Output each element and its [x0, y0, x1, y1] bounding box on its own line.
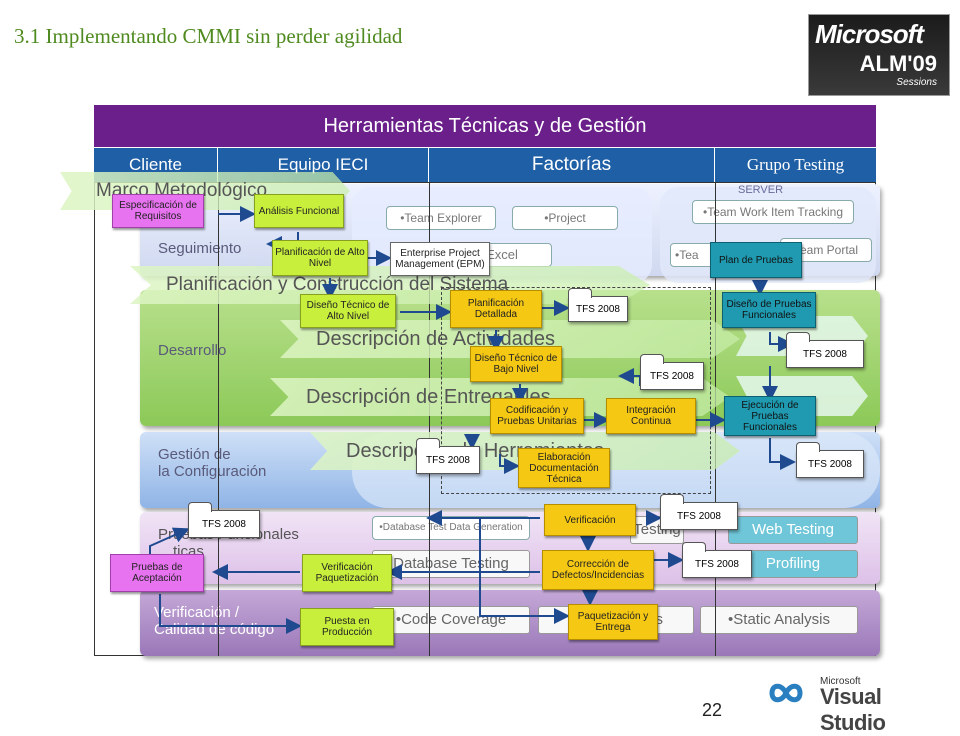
box-diseno-pruebas-funcionales: Diseño de Pruebas Funcionales — [722, 292, 816, 328]
tfs-doc: TFS 2008 — [568, 288, 628, 322]
tool-code-coverage: •Code Coverage — [372, 606, 530, 634]
box-epm: Enterprise Project Management (EPM) — [390, 242, 490, 276]
tfs-doc: TFS 2008 — [188, 502, 260, 538]
box-elaboracion-documentacion: Elaboración Documentación Técnica — [518, 448, 610, 488]
visual-studio-logo: Microsoft Visual Studio — [766, 676, 950, 735]
box-diseno-tecnico-bajo-nivel: Diseño Técnico de Bajo Nivel — [470, 346, 562, 382]
box-puesta-produccion: Puesta en Producción — [300, 608, 394, 646]
tool-tea: •Tea — [670, 243, 714, 267]
tfs-doc: TFS 2008 — [786, 332, 864, 368]
box-pruebas-aceptacion: Pruebas de Aceptación — [110, 554, 204, 592]
box-verificacion: Verificación — [544, 504, 636, 536]
box-ejecucion-pruebas-funcionales: Ejecución de Pruebas Funcionales — [724, 396, 816, 436]
tfs-doc: TFS 2008 — [640, 354, 704, 390]
logo-event: ALM'09 — [859, 51, 937, 76]
vs-maker: Microsoft — [820, 676, 861, 687]
band-label: Desarrollo — [158, 342, 227, 359]
box-integracion-continua: Integración Continua — [606, 398, 696, 434]
column-grupo-testing: Grupo Testing — [715, 148, 876, 182]
logo-subtitle: Sessions — [896, 77, 937, 88]
logo-brand: Microsoft — [815, 19, 924, 49]
tfs-doc: TFS 2008 — [416, 438, 480, 474]
infinity-icon — [769, 683, 803, 703]
box-planificacion-alto-nivel: Planificación de Alto Nivel — [272, 240, 368, 276]
server-label: SERVER — [738, 184, 784, 196]
bullet-icon: • — [395, 611, 402, 628]
band-label: Seguimiento — [158, 240, 242, 257]
bullet-icon: • — [675, 248, 680, 262]
column-divider — [429, 182, 430, 656]
slide-title: 3.1 Implementando CMMI sin perder agilid… — [14, 24, 403, 48]
tfs-doc: TFS 2008 — [660, 494, 738, 530]
frame-header: Herramientas Técnicas y de Gestión — [94, 105, 876, 147]
factory-dashed-group — [441, 287, 711, 494]
page-number: 22 — [702, 700, 723, 720]
bullet-icon: • — [400, 211, 405, 225]
vs-product: Visual Studio — [820, 684, 886, 735]
tool-db-test-data: •Database Test Data Generation — [372, 516, 530, 540]
band-label: Gestión de la Configuración — [158, 446, 267, 480]
tool-db-testing: Database Testing — [372, 550, 530, 578]
box-diseno-tecnico-alto-nivel: Diseño Técnico de Alto Nivel — [300, 294, 396, 328]
box-codificacion-pruebas: Codificación y Pruebas Unitarias — [490, 398, 584, 434]
box-correccion-defectos: Corrección de Defectos/Incidencias — [542, 550, 654, 590]
bullet-icon: • — [379, 522, 383, 533]
box-planificacion-detallada: Planificación Detallada — [450, 290, 542, 328]
box-especificacion-requisitos: Especificación de Requisitos — [112, 194, 204, 228]
column-divider — [218, 182, 219, 656]
box-verificacion-paquetizacion: Verificación Paquetización — [302, 554, 392, 592]
box-paquetizacion-entrega: Paquetización y Entrega — [568, 604, 658, 640]
tool-static-analysis: •Static Analysis — [700, 606, 858, 634]
bullet-icon: • — [728, 611, 734, 628]
bullet-icon: • — [544, 211, 549, 225]
alm09-logo: Microsoft ALM'09 Sessions — [808, 14, 950, 96]
tool-team-work-item: •Team Work Item Tracking — [692, 200, 854, 224]
tool-team-explorer: •Team Explorer — [386, 206, 496, 230]
tool-project: •Project — [512, 206, 618, 230]
tool-web-testing: Web Testing — [728, 516, 858, 544]
band-label: Verificación / Calidad de código — [154, 604, 275, 638]
tfs-doc: TFS 2008 — [682, 542, 752, 578]
box-analisis-funcional: Análisis Funcional — [254, 194, 344, 228]
box-plan-pruebas: Plan de Pruebas — [710, 242, 802, 278]
bullet-icon: • — [702, 205, 708, 219]
tfs-doc: TFS 2008 — [796, 442, 864, 478]
column-factorias: Factorías — [429, 148, 715, 182]
